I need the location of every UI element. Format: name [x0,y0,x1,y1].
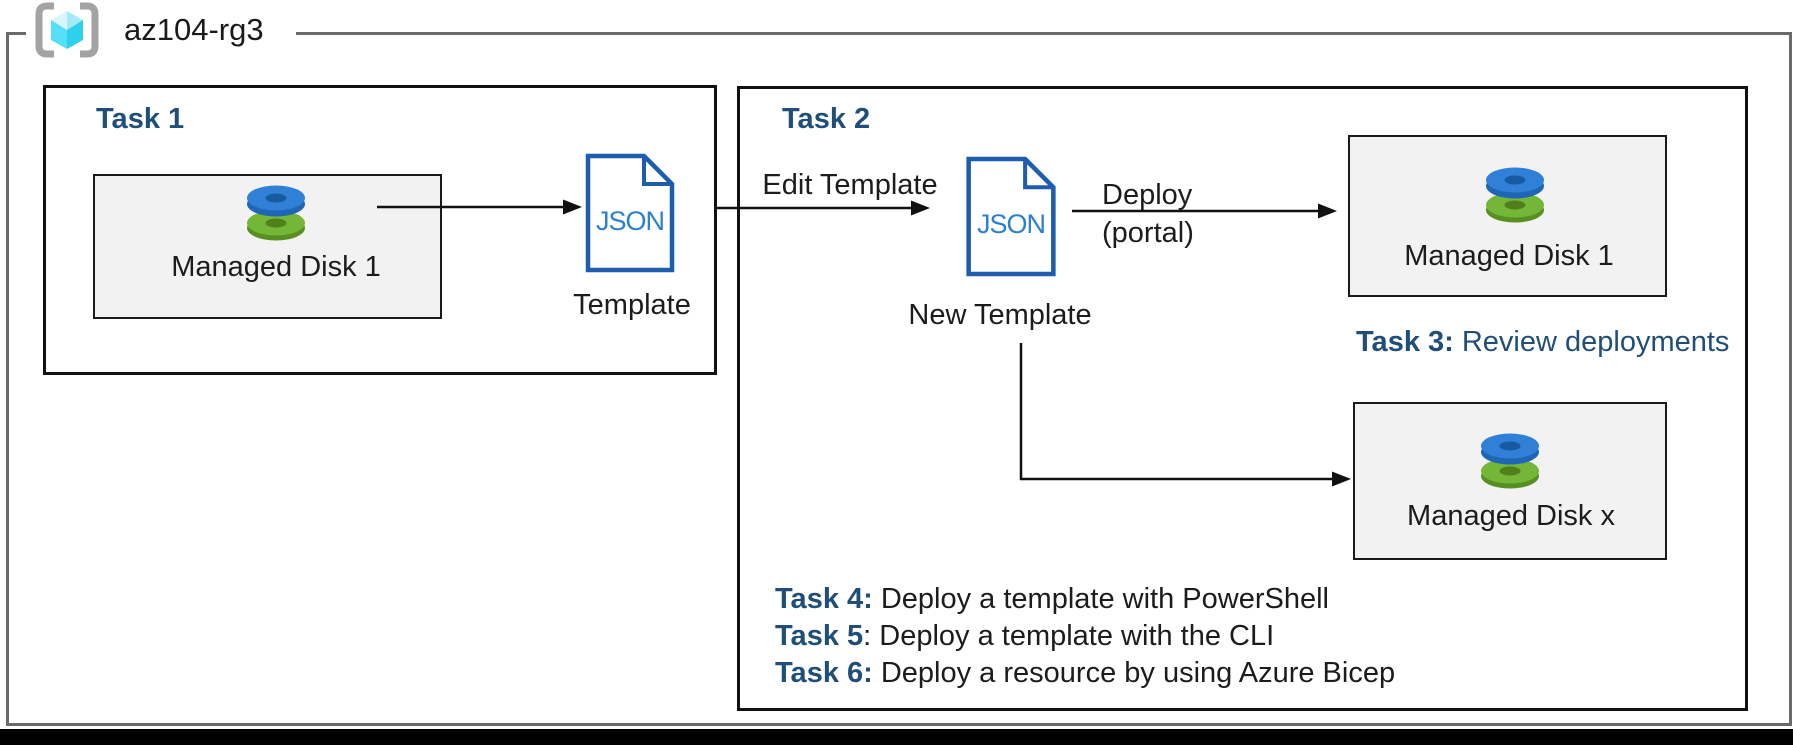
task4-prefix: Task 4: [775,583,873,615]
task6-item: Task 6: Deploy a resource by using Azure… [775,655,1395,692]
task6-prefix: Task 6: [775,657,873,689]
edit-template-label: Edit Template [762,169,938,201]
task3-caption: Task 3: Review deployments [1356,326,1729,359]
json-doc-label: JSON [595,205,665,236]
task5-prefix: Task 5 [775,620,864,652]
deploy-portal-label: (portal) [1102,217,1194,249]
managed-disk-1-label: Managed Disk 1 [171,251,381,283]
new-template-caption: New Template [908,299,1092,331]
managed-disk-icon [244,184,308,242]
task2-title: Task 2 [782,103,871,135]
resource-group-label: az104-rg3 [124,12,264,47]
json-doc-label: JSON [976,209,1046,240]
template-caption: Template [573,289,691,321]
task3-text: Review deployments [1453,326,1730,358]
managed-disk-1-deployed-label: Managed Disk 1 [1404,240,1614,272]
task5-text: : Deploy a template with the CLI [863,620,1275,652]
deploy-label: Deploy [1102,179,1193,211]
json-document-icon: JSON [585,153,675,273]
task3-prefix: Task 3: [1356,326,1454,358]
task5-item: Task 5: Deploy a template with the CLI [775,618,1395,655]
task1-title: Task 1 [96,103,185,135]
json-document-icon: JSON [965,156,1057,277]
task6-text: Deploy a resource by using Azure Bicep [872,657,1396,689]
resource-group-boundary [6,32,1792,726]
resource-group-icon [34,2,100,58]
managed-disk-x-label: Managed Disk x [1407,500,1615,532]
managed-disk-icon [1478,432,1542,490]
task4-item: Task 4: Deploy a template with PowerShel… [775,581,1395,618]
tasks-list: Task 4: Deploy a template with PowerShel… [775,581,1395,692]
task4-text: Deploy a template with PowerShell [872,583,1329,615]
managed-disk-icon [1483,166,1547,224]
slide-bottom-edge [0,729,1793,745]
